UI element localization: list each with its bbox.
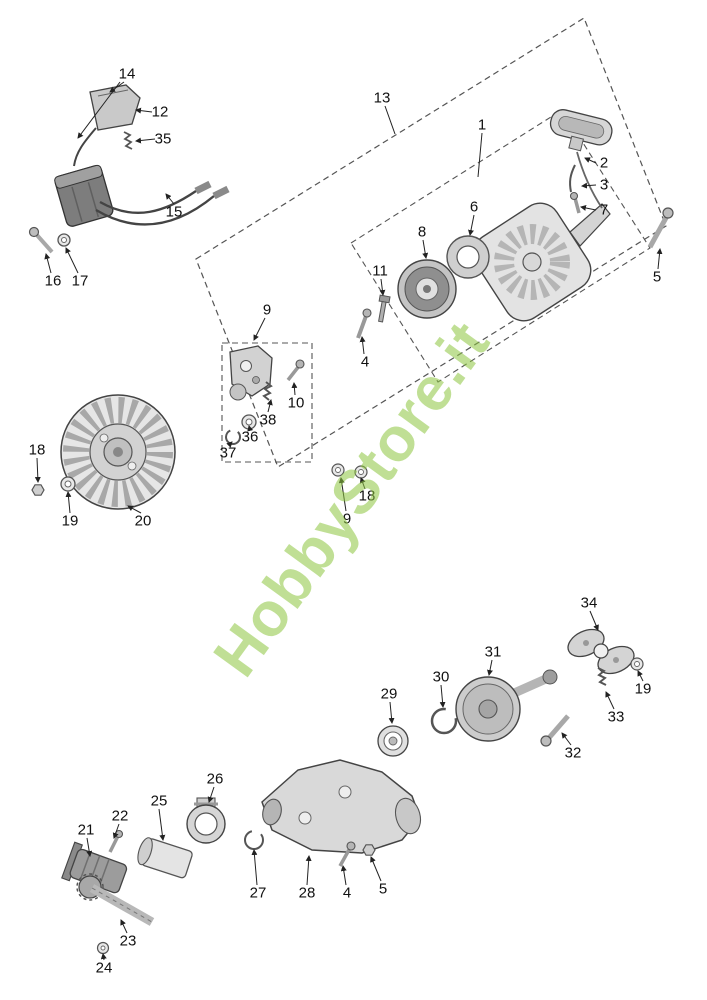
- part-15-wires: [95, 180, 230, 226]
- assembly-box-1: [350, 109, 651, 383]
- part-24-washer: [96, 941, 110, 955]
- part-19-washer: [60, 476, 76, 492]
- part-14-ignition-cap: [73, 84, 141, 167]
- part-4-screw-mid: [356, 308, 372, 339]
- assembly-box-9: [221, 342, 313, 463]
- part-5-bolt-right: [647, 207, 674, 249]
- starter-housing: [472, 151, 611, 322]
- part-32-bolt: [540, 714, 570, 747]
- part-34-clutch: [567, 628, 635, 675]
- part-6-spring-washer: [446, 235, 490, 279]
- part-29-bearing: [377, 725, 409, 757]
- part-27-circlip: [244, 830, 264, 850]
- part-30-circlip: [430, 707, 458, 735]
- part-4-screw-lower: [338, 841, 356, 867]
- part-28-gear-housing: [261, 759, 422, 854]
- part-18-nut: [31, 484, 45, 496]
- part-37-circlip: [225, 429, 241, 445]
- part-7-screw: [569, 191, 581, 214]
- part-9-washer-mid: [331, 463, 345, 477]
- part-9-carrier-plate: [229, 345, 273, 401]
- part-35-spring: [123, 131, 133, 150]
- part-23-splined-shaft: [76, 873, 155, 926]
- ignition-coil: [54, 164, 114, 227]
- part-3-starter-rope: [569, 164, 576, 193]
- part-18-washer-mid: [354, 465, 368, 479]
- part-11-bolt: [378, 294, 391, 323]
- part-31-clutch-drum: [455, 669, 558, 742]
- part-10-screw: [286, 359, 305, 382]
- part-19-washer-right: [630, 657, 644, 671]
- part-20-flywheel: [60, 394, 176, 510]
- part-8-starter-pulley: [397, 259, 457, 319]
- part-33-clutch-spring: [597, 667, 607, 686]
- part-5-nut-lower: [362, 844, 376, 856]
- part-25-tube: [137, 837, 193, 879]
- part-38-spring: [262, 381, 273, 401]
- part-17-washer: [57, 233, 71, 247]
- assembly-box-13: [195, 17, 667, 468]
- leader-lines: [34, 81, 663, 961]
- part-16-bolt: [28, 226, 54, 254]
- part-2-starter-handle: [549, 109, 613, 152]
- part-22-screw: [108, 829, 124, 853]
- part-26-clamp: [186, 797, 226, 844]
